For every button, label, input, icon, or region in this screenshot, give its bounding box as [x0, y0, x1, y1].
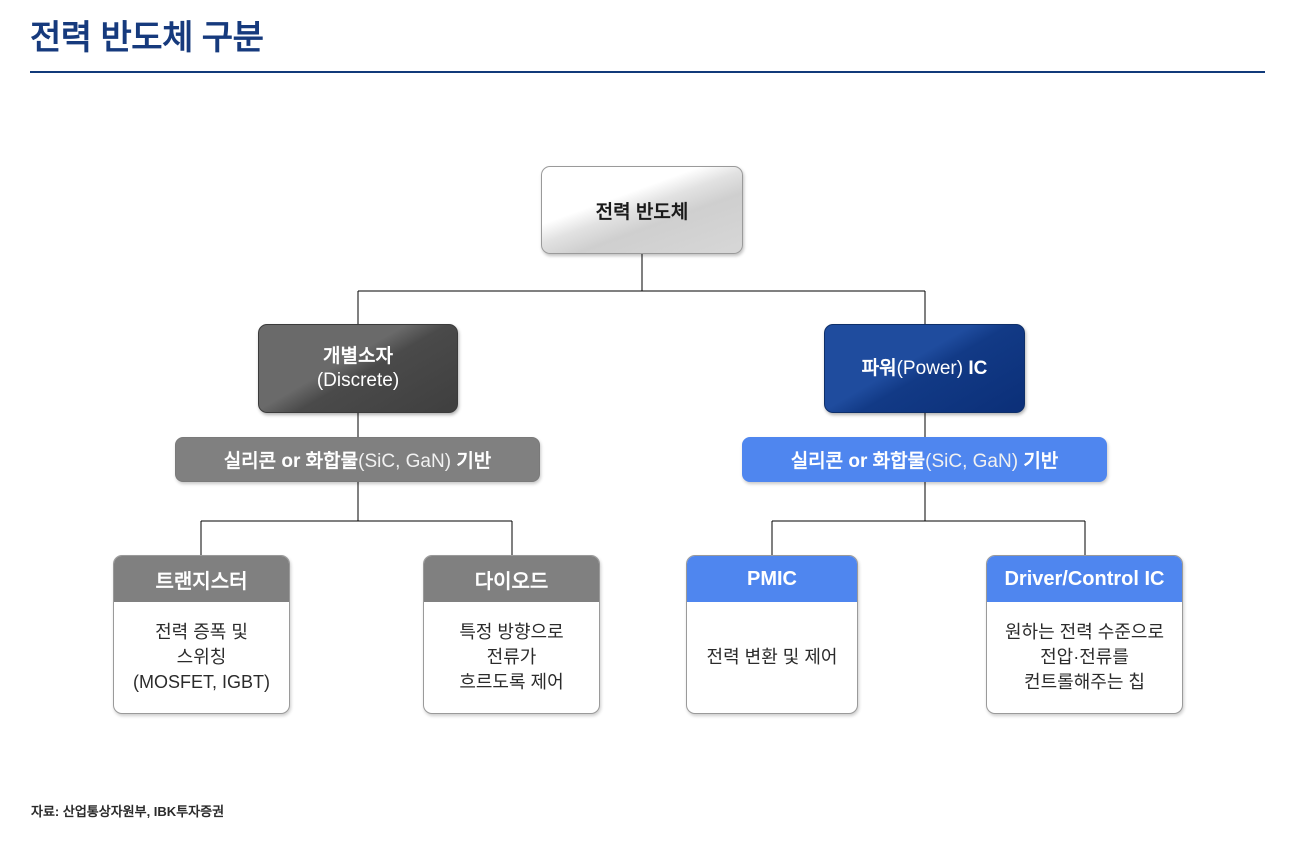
bar-discrete-material[interactable]: 실리콘 or 화합물(SiC, GaN) 기반 [175, 437, 540, 482]
node-power-semiconductor[interactable]: 전력 반도체 [541, 166, 743, 254]
bar-discrete-text-2: 기반 [451, 451, 492, 472]
bar-power-ic-text-2: 기반 [1018, 451, 1059, 472]
node-discrete[interactable]: 개별소자 (Discrete) [258, 324, 458, 413]
bar-discrete-text-1: 실리콘 or 화합물 [223, 451, 359, 472]
node-discrete-label-en: (Discrete) [316, 369, 400, 391]
bar-power-ic-text-light: (SiC, GaN) [925, 451, 1019, 472]
leaf-pmic-header: PMIC [687, 556, 857, 602]
leaf-pmic[interactable]: PMIC 전력 변환 및 제어 [686, 555, 858, 714]
bar-discrete-text-light: (SiC, GaN) [358, 451, 452, 472]
page-title: 전력 반도체 구분 [30, 19, 264, 57]
leaf-pmic-body: 전력 변환 및 제어 [706, 647, 838, 668]
bar-power-ic-material[interactable]: 실리콘 or 화합물(SiC, GaN) 기반 [742, 437, 1107, 482]
source-note: 자료: 산업통상자원부, IBK투자증권 [31, 804, 225, 819]
leaf-diode[interactable]: 다이오드 특정 방향으로 전류가 흐르도록 제어 [423, 555, 600, 714]
leaf-driver-control-ic-body: 원하는 전력 수준으로 전압·전류를 컨트롤해주는 칩 [1004, 622, 1165, 692]
leaf-transistor-header: 트랜지스터 [114, 556, 289, 602]
bar-power-ic-text-1: 실리콘 or 화합물 [790, 451, 926, 472]
leaf-driver-control-ic-header: Driver/Control IC [987, 556, 1182, 602]
node-discrete-label-ko: 개별소자 [323, 346, 393, 368]
title-divider [30, 71, 1265, 73]
node-power-ic-label-suffix: IC [963, 357, 988, 379]
node-power-semiconductor-label: 전력 반도체 [595, 201, 689, 223]
leaf-diode-body: 특정 방향으로 전류가 흐르도록 제어 [459, 622, 564, 692]
node-power-ic-label-ko: 파워 [861, 357, 897, 379]
node-power-ic-label-en: (Power) [896, 357, 964, 379]
leaf-transistor[interactable]: 트랜지스터 전력 증폭 및 스위칭 (MOSFET, IGBT) [113, 555, 290, 714]
leaf-transistor-body: 전력 증폭 및 스위칭 (MOSFET, IGBT) [133, 622, 270, 692]
node-power-ic[interactable]: 파워(Power) IC [824, 324, 1025, 413]
leaf-diode-header: 다이오드 [424, 556, 599, 602]
leaf-driver-control-ic[interactable]: Driver/Control IC 원하는 전력 수준으로 전압·전류를 컨트롤… [986, 555, 1183, 714]
